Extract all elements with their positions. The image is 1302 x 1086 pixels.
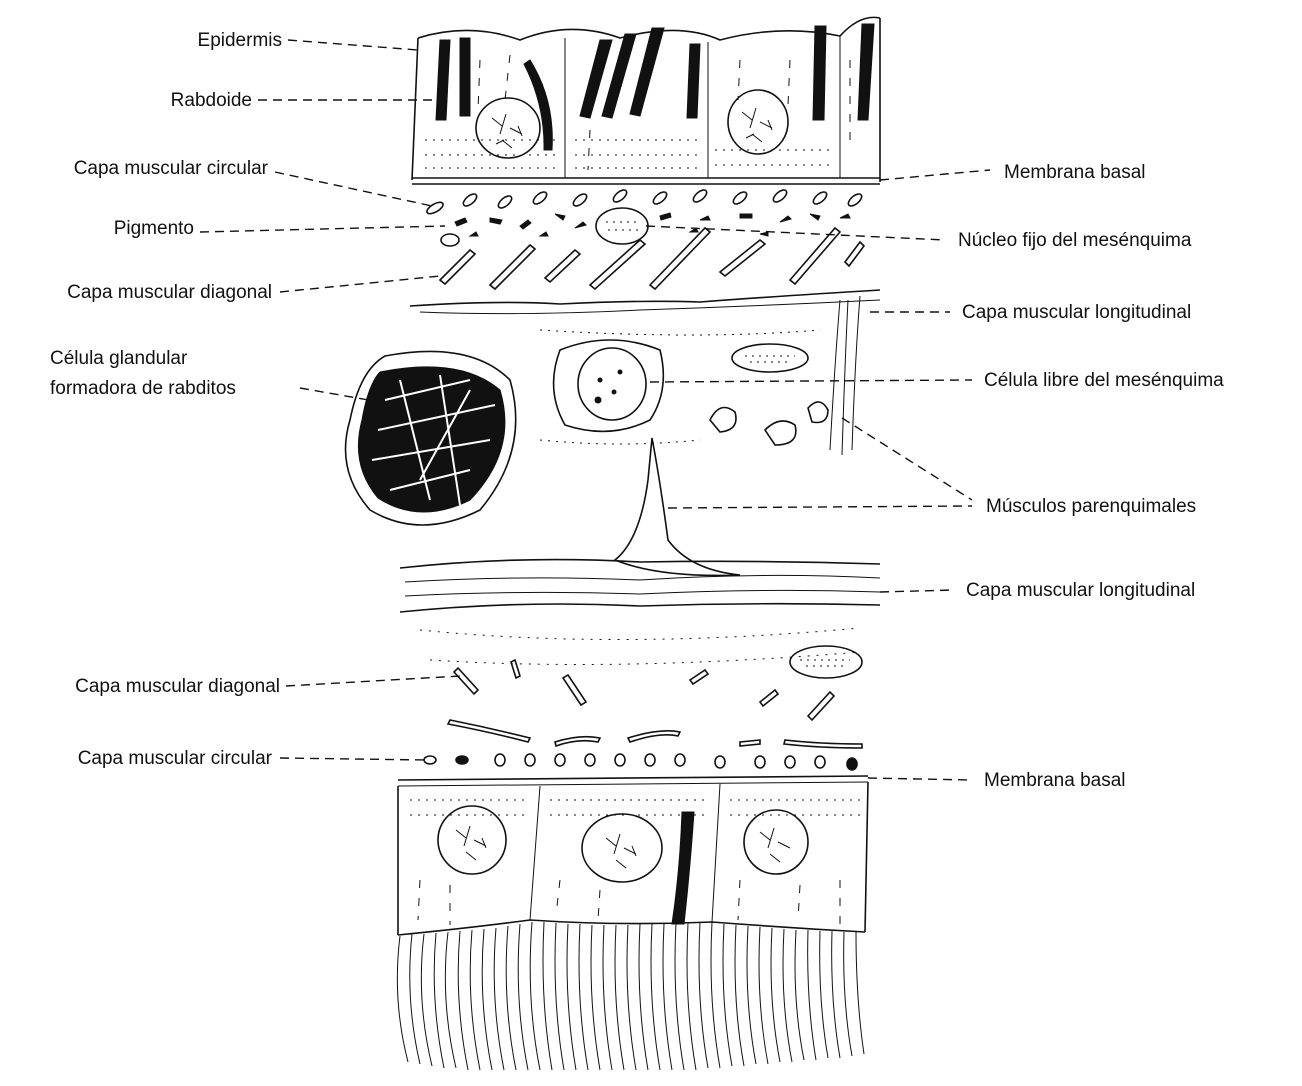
lower-nucleus-3	[744, 810, 808, 874]
epidermal-nucleus-2	[728, 90, 788, 154]
mesenchyme	[540, 330, 828, 445]
label-celula-glandular-2: formadora de rabditos	[50, 378, 236, 399]
label-musculos-parenquimales: Músculos parenquimales	[986, 496, 1196, 517]
lower-nucleus-1	[438, 806, 506, 874]
label-celula-libre: Célula libre del mesénquima	[984, 370, 1224, 391]
label-capa-circular-top: Capa muscular circular	[74, 158, 269, 179]
lower-muscle-layers	[398, 560, 880, 786]
label-celula-glandular-1: Célula glandular	[50, 348, 188, 369]
upper-epidermis	[412, 17, 880, 184]
lower-epidermis	[398, 782, 868, 935]
left-labels: Epidermis Rabdoide Capa muscular circula…	[50, 30, 282, 769]
epidermal-nucleus-1	[476, 98, 540, 158]
parenchymal-muscle	[615, 438, 740, 575]
fixed-mesenchyme-nucleus	[596, 208, 648, 244]
label-epidermis: Epidermis	[198, 30, 282, 51]
free-mesenchyme-cell-nucleus	[578, 348, 646, 420]
label-membrana-basal-top: Membrana basal	[1004, 162, 1146, 183]
label-capa-circular-bottom: Capa muscular circular	[78, 748, 273, 769]
label-capa-diagonal-top: Capa muscular diagonal	[67, 282, 272, 303]
lower-nucleus-2	[582, 814, 662, 882]
lower-rhabdoid	[672, 812, 694, 924]
label-capa-diagonal-bottom: Capa muscular diagonal	[75, 676, 280, 697]
label-capa-longitudinal-bottom: Capa muscular longitudinal	[966, 580, 1195, 601]
leader-lines	[200, 40, 990, 780]
label-capa-longitudinal-top: Capa muscular longitudinal	[962, 302, 1191, 323]
rhabdoid-1	[436, 40, 450, 120]
label-pigmento: Pigmento	[114, 218, 194, 239]
label-rabdoide: Rabdoide	[171, 90, 252, 111]
gland-cell	[346, 351, 516, 525]
label-membrana-basal-bottom: Membrana basal	[984, 770, 1126, 791]
right-labels: Membrana basal Núcleo fijo del mesénquim…	[958, 162, 1224, 791]
label-nucleo-fijo: Núcleo fijo del mesénquima	[958, 230, 1192, 251]
cilia	[397, 922, 864, 1070]
